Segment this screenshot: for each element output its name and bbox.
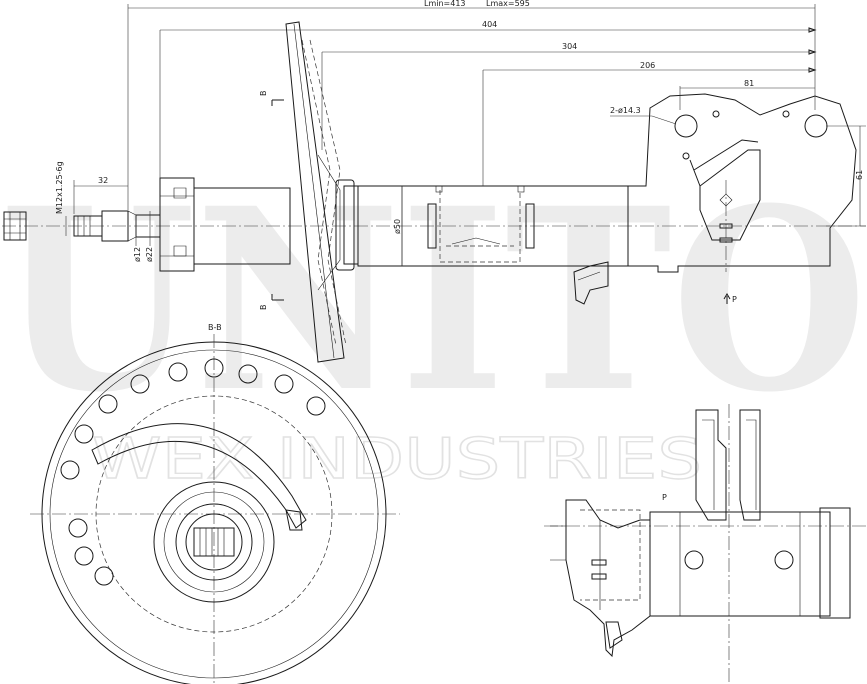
dim-dia22: ø22 (145, 247, 154, 262)
top-mount (159, 177, 291, 272)
view-p-detail: P (544, 404, 866, 684)
knuckle-bracket (573, 93, 857, 305)
dim-thread: M12x1.25-6g (55, 161, 64, 214)
mount-hole-right (804, 114, 828, 138)
hub-outer (153, 481, 275, 603)
section-marks: B B (259, 91, 284, 311)
section-mark-top: B (259, 91, 268, 97)
seat-hole (94, 566, 114, 586)
spring-seat (285, 21, 347, 363)
watermark-brand: UNITO (0, 153, 867, 447)
seat-hole (130, 374, 150, 394)
view-mark-p-bottom: P (662, 493, 667, 502)
view-mark-p-top: P (732, 295, 737, 304)
dim-dia12: ø12 (133, 247, 142, 262)
view-arrow-p: P (723, 293, 737, 304)
dim-206: 206 (640, 61, 655, 70)
section-label: B-B (208, 323, 222, 332)
section-view-bb: B-B (30, 323, 400, 684)
nut (3, 211, 27, 241)
dim-lmin: Lmin=413 (424, 0, 466, 8)
seat-hole (274, 374, 294, 394)
watermark: UNITO WEX INDUSTRIES (0, 153, 867, 493)
strut-side-view: B B P (2, 21, 866, 363)
dim-304: 304 (562, 42, 577, 51)
seat-hole (74, 424, 94, 444)
mount-hole-left (674, 114, 698, 138)
dim-dia50: ø50 (393, 219, 402, 234)
dim-holes: 2-ø14.3 (610, 106, 641, 115)
seat-hole (98, 394, 118, 414)
seat-hole (60, 460, 80, 480)
seat-holes (60, 358, 326, 586)
watermark-subtitle: WEX INDUSTRIES (92, 427, 702, 492)
dim-404: 404 (482, 20, 497, 29)
dim-61: 61 (855, 170, 864, 180)
section-mark-bottom: B (259, 305, 268, 311)
seat-hole (204, 358, 224, 378)
seat-hole (168, 362, 188, 382)
seat-hole (238, 364, 258, 384)
seat-hole (68, 518, 88, 538)
dim-lmax: Lmax=595 (486, 0, 530, 8)
dim-32: 32 (98, 176, 108, 185)
seat-hole (306, 396, 326, 416)
dim-81: 81 (744, 79, 754, 88)
dimensions: Lmin=413 Lmax=595 404 304 206 81 61 2-ø1… (55, 0, 866, 266)
seat-hole (74, 546, 94, 566)
